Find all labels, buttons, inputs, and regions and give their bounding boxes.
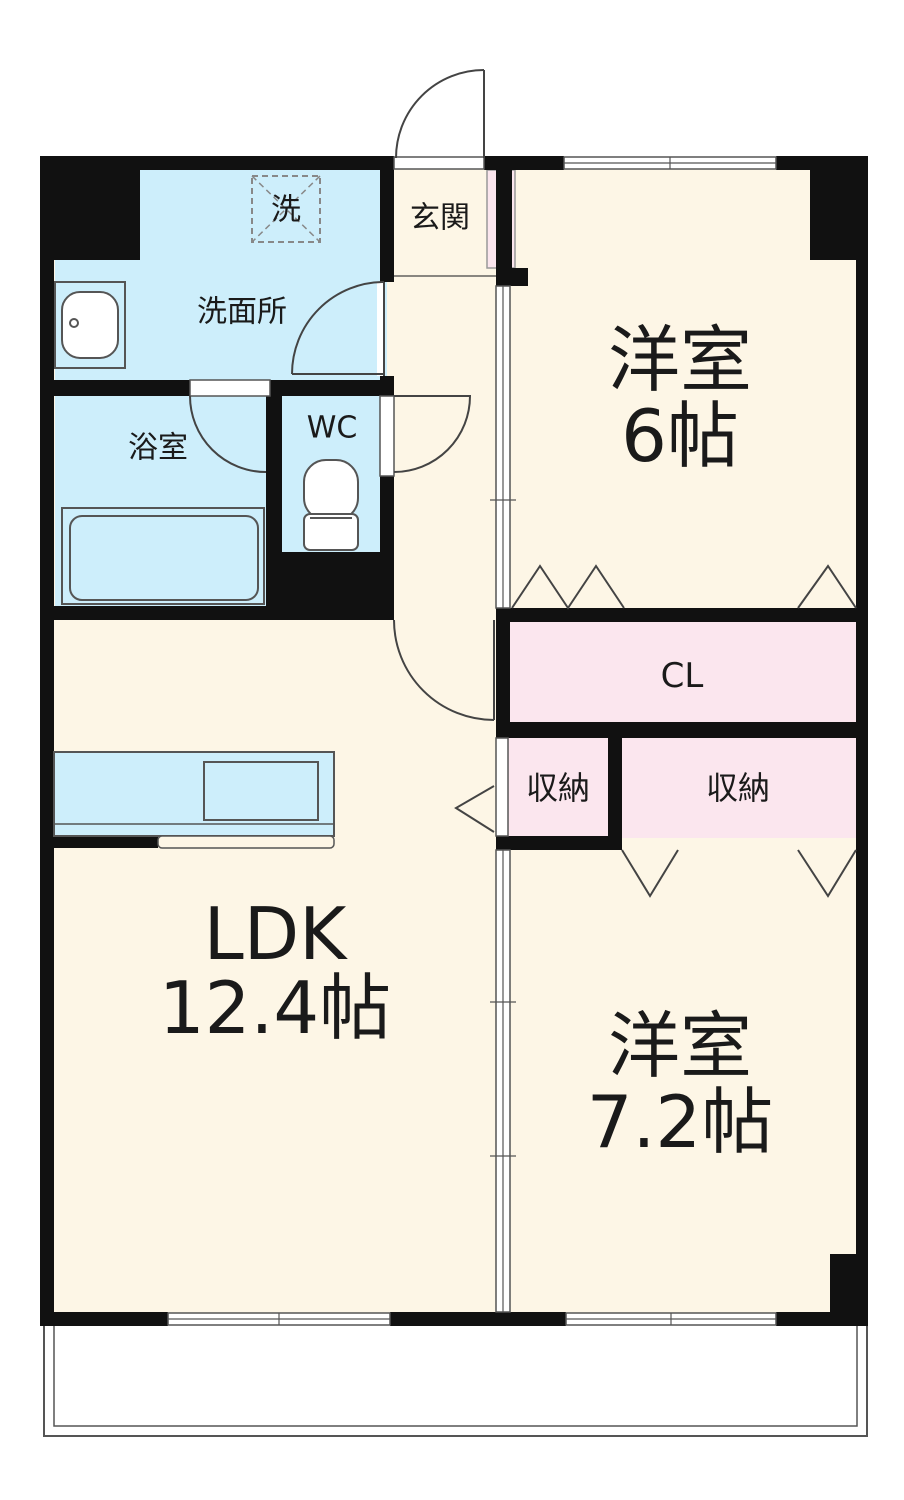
storage-1-label: 収納 (526, 769, 590, 807)
toilet-icon (303, 459, 359, 551)
toilet-door (379, 395, 472, 477)
storage-1-floor (508, 738, 610, 838)
entrance-door (394, 69, 496, 277)
balcony (43, 1315, 868, 1437)
washer-icon (251, 175, 321, 243)
washroom-door (291, 281, 385, 376)
bathtub-icon (61, 507, 265, 605)
western-room-1-size: 6帖 (621, 394, 739, 478)
hallway-floor (394, 276, 500, 614)
window-mullions (168, 157, 776, 1325)
closet-label: CL (661, 656, 704, 696)
closet-folding-doors (454, 564, 857, 898)
ldk-name: LDK (204, 892, 349, 976)
entrance-label: 玄関 (410, 201, 470, 236)
bathroom-door (189, 379, 271, 473)
toilet-label: WC (307, 411, 358, 446)
western-room-2-name: 洋室 (608, 1004, 752, 1088)
western-room-2-size: 7.2帖 (587, 1080, 774, 1164)
storage-2-label: 収納 (706, 769, 770, 807)
western-room-1-name: 洋室 (608, 318, 752, 402)
bathroom-label: 浴室 (128, 431, 188, 466)
kitchen-counter (53, 751, 335, 849)
closet-floor (508, 620, 858, 724)
ldk-size: 12.4帖 (159, 966, 391, 1050)
washer-label: 洗 (271, 193, 301, 228)
wash-basin-icon (54, 281, 126, 369)
partition-lines (490, 286, 516, 1312)
washroom-label: 洗面所 (197, 295, 287, 330)
sink-icon (203, 761, 319, 821)
storage-2-floor (620, 738, 858, 838)
walls (40, 156, 868, 1326)
ldk-door (393, 619, 495, 721)
